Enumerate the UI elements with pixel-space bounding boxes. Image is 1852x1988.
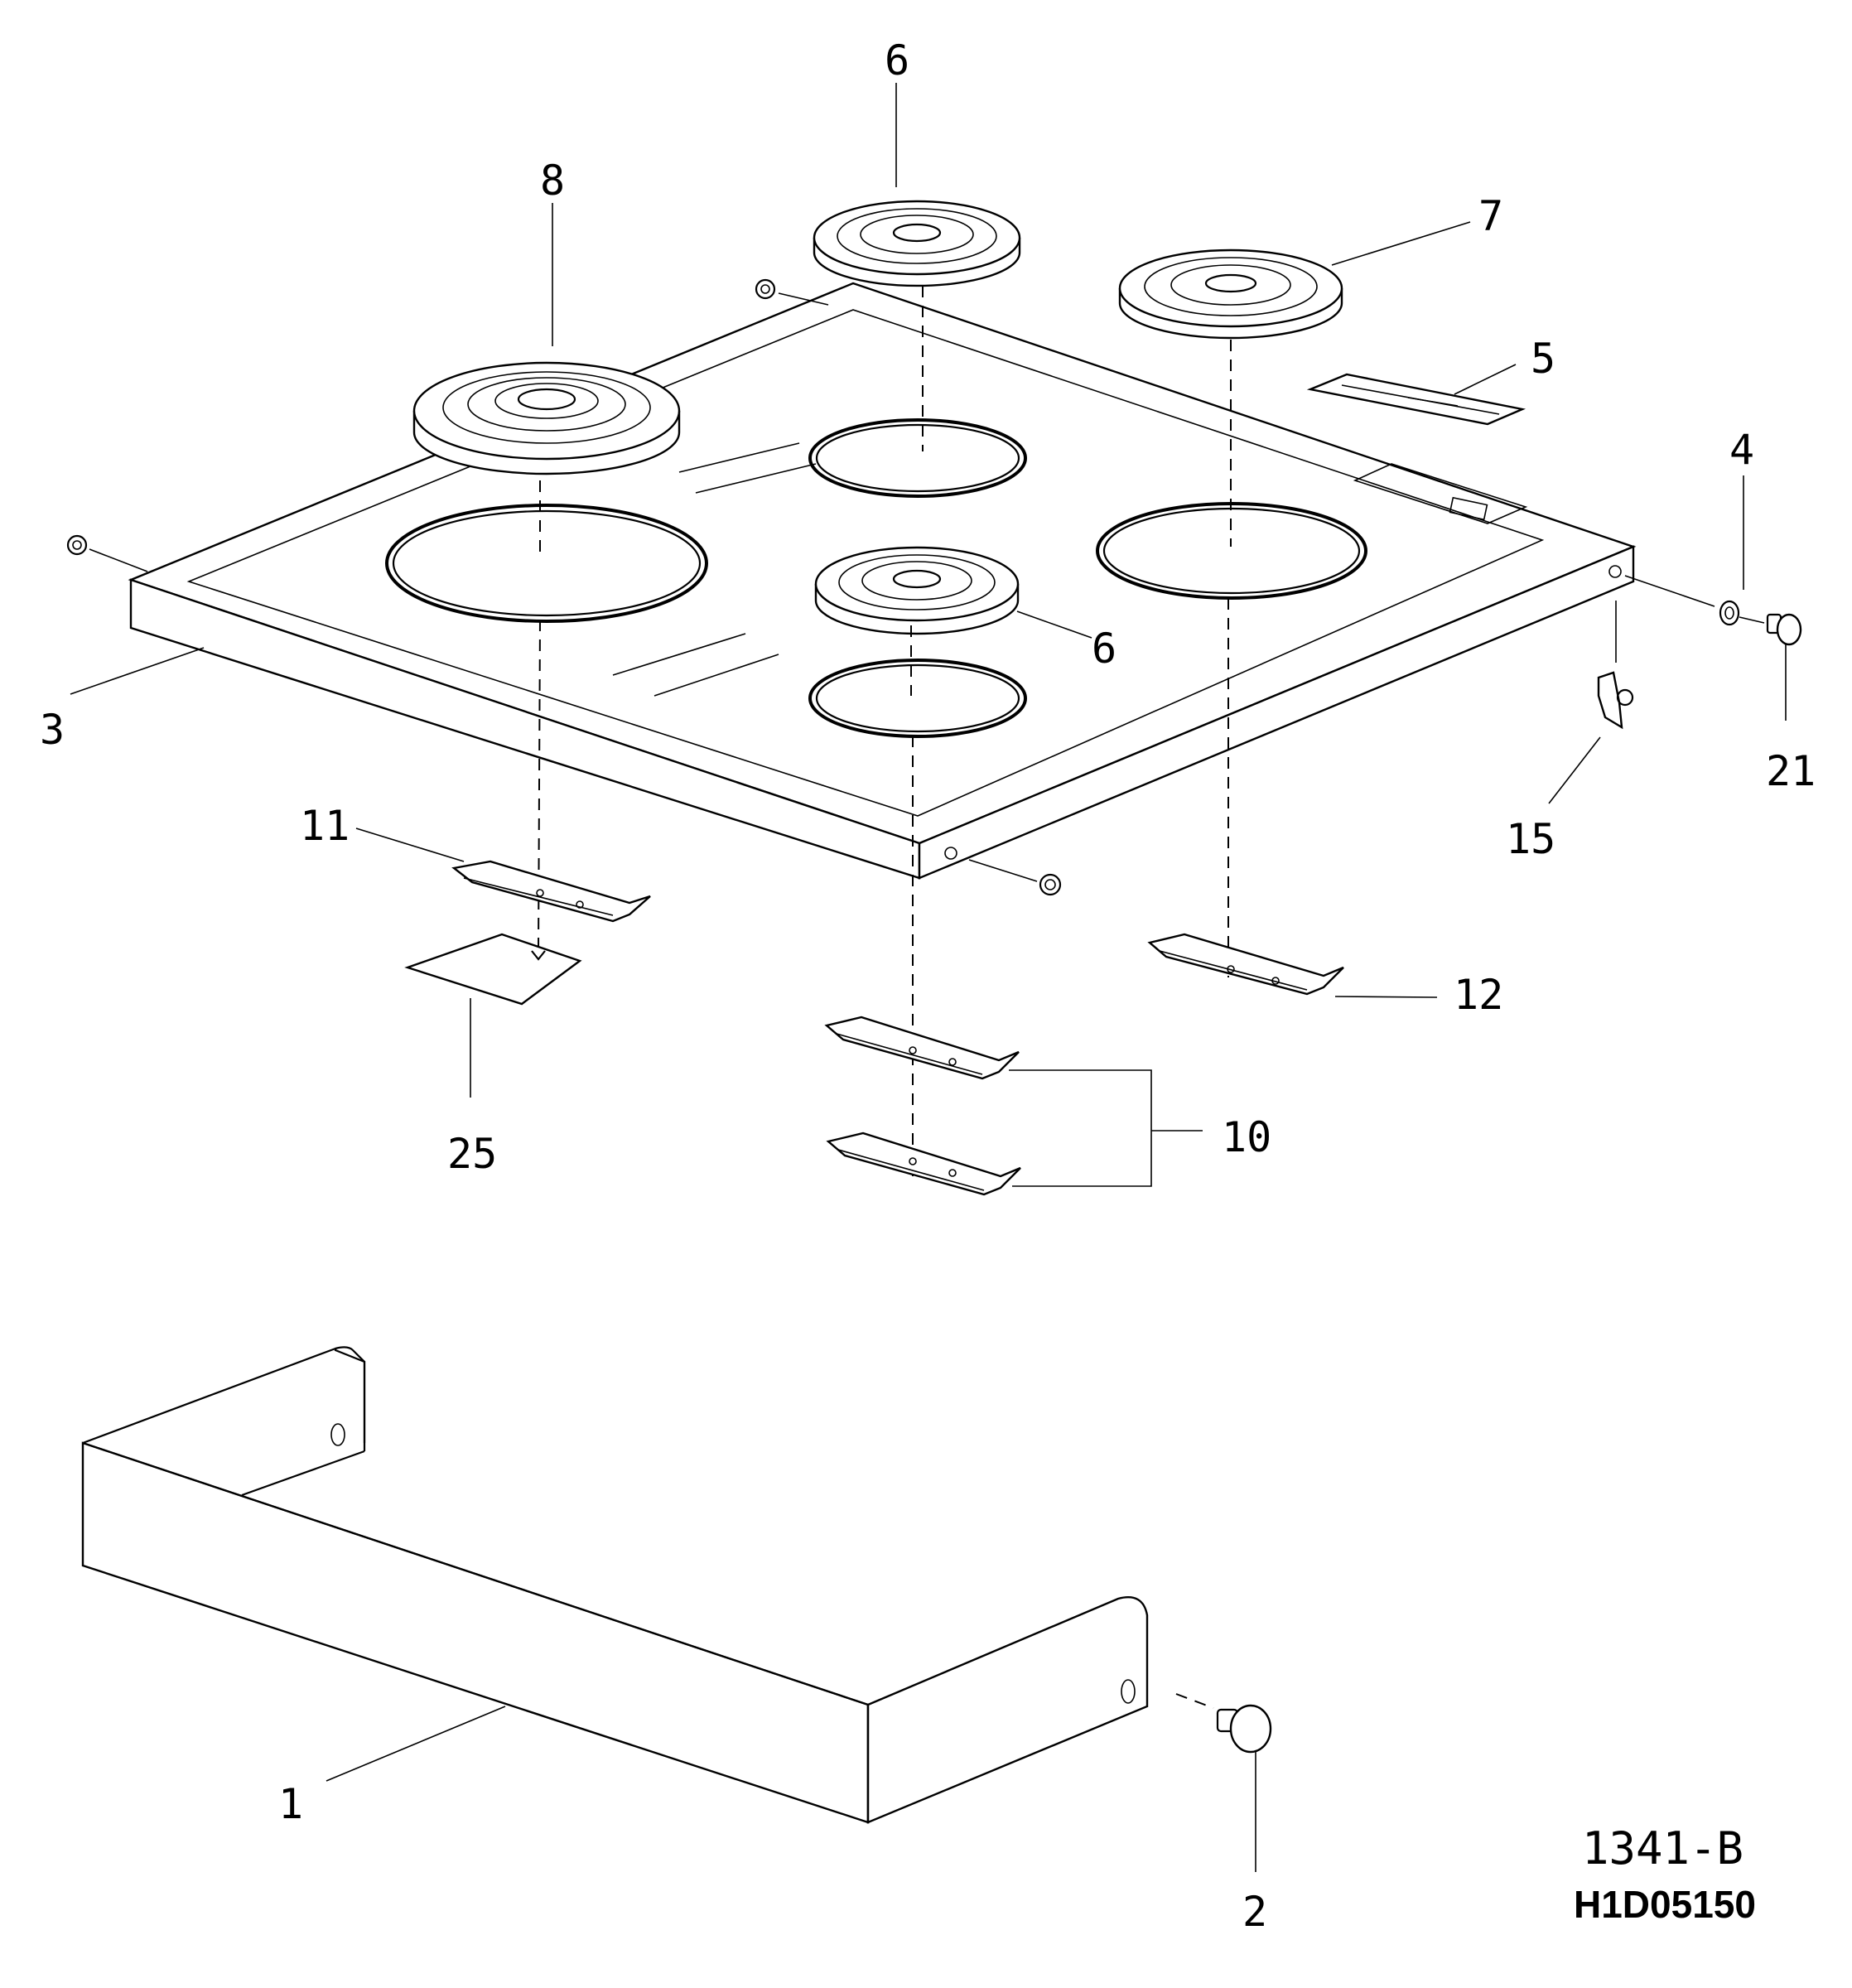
- burner-element-7: [1118, 248, 1343, 340]
- callout-11: 11: [300, 802, 350, 850]
- callout-3: 3: [40, 706, 65, 754]
- callout-1: 1: [278, 1780, 303, 1828]
- leader-lines: [70, 83, 1787, 1782]
- callout-4: 4: [1729, 426, 1754, 474]
- drawing-number: 1341-B: [1582, 1822, 1743, 1875]
- screw-left: [66, 534, 148, 572]
- washer-4: [1624, 575, 1740, 626]
- nut-front: [968, 859, 1062, 896]
- part-code: H1D05150: [1574, 1883, 1756, 1926]
- callout-21: 21: [1766, 747, 1816, 795]
- label-pad-25: [404, 933, 582, 1006]
- control-plate-5: [1306, 373, 1526, 426]
- clip-15: [1597, 601, 1634, 730]
- drawing-codes: 1341-B H1D05150: [1574, 1822, 1756, 1926]
- burner-element-6-front: [814, 546, 1020, 635]
- callout-8: 8: [540, 157, 565, 205]
- callout-10: 10: [1222, 1113, 1271, 1161]
- callout-2: 2: [1242, 1888, 1267, 1936]
- screw-21: [1739, 613, 1802, 646]
- burner-element-6-rear: [813, 200, 1021, 287]
- bracket-12: [1147, 933, 1344, 996]
- callout-7: 7: [1478, 192, 1503, 240]
- burner-openings: [385, 418, 1367, 738]
- assembly-lines: [538, 286, 1232, 1709]
- screw-rear: [755, 278, 829, 306]
- callout-12: 12: [1454, 971, 1503, 1019]
- front-frame-1: [81, 1346, 1149, 1824]
- callout-6-mid: 6: [1092, 625, 1117, 673]
- bracket-10-lower: [826, 1132, 1021, 1196]
- callout-15: 15: [1506, 815, 1555, 863]
- callout-25: 25: [447, 1130, 497, 1178]
- bracket-11: [451, 860, 651, 923]
- bracket-10-upper: [824, 1016, 1020, 1080]
- burner-element-8: [412, 361, 681, 475]
- callout-6-top: 6: [885, 36, 909, 84]
- screw-2: [1216, 1704, 1272, 1872]
- callout-labels: 6 8 7 5 4 6 3 21 15 11 12 25 10 1 2: [40, 36, 1816, 1936]
- callout-5: 5: [1531, 335, 1555, 383]
